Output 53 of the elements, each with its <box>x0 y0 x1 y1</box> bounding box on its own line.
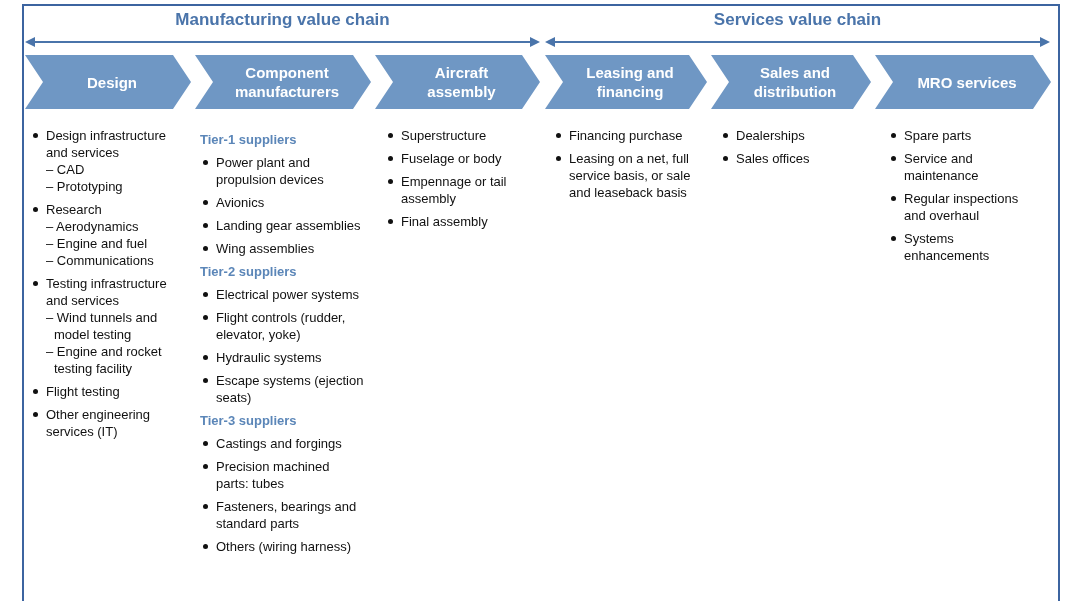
stage-label: Component manufacturers <box>235 63 339 102</box>
group-heading: Tier-2 suppliers <box>200 264 297 279</box>
list-item: Hydraulic systems <box>216 350 322 365</box>
list-item: Power plant and propulsion devices <box>216 155 324 187</box>
list-item: Precision machined parts: tubes <box>216 459 330 491</box>
chain-heading: Services value chain <box>713 10 882 29</box>
list-item: Avionics <box>216 195 265 210</box>
list-item: Superstructure <box>401 128 487 143</box>
list-item: Escape systems (ejection seats) <box>216 373 364 405</box>
list-item: Sales offices <box>736 151 810 166</box>
list-item: – Communications <box>46 253 154 268</box>
list-item: Financing purchase <box>569 128 683 143</box>
stage-banner <box>25 55 191 109</box>
list-item: Testing infrastructure and services <box>46 276 167 308</box>
list-item: Systems enhancements <box>904 231 990 263</box>
stage-banner <box>711 55 871 109</box>
list-item: – Prototyping <box>46 179 123 194</box>
list-item: Wing assemblies <box>216 241 315 256</box>
list-item: – Aerodynamics <box>46 219 139 234</box>
list-item: Castings and forgings <box>216 436 342 451</box>
list-item: Others (wiring harness) <box>216 539 352 554</box>
list-item: Flight controls (rudder, elevator, yoke) <box>216 310 346 342</box>
list-item: Leasing on a net, full service basis, or sale and leaseback basis <box>569 151 691 200</box>
list-item: – Engine and fuel <box>46 236 148 251</box>
list-item: Service and maintenance <box>904 151 979 183</box>
list-item: Landing gear assemblies <box>216 218 361 233</box>
list-item: Electrical power systems <box>216 287 360 302</box>
list-item: Other engineering services (IT) <box>46 407 151 439</box>
stage-banner <box>875 55 1051 109</box>
list-item: – Wind tunnels and model testing <box>46 310 158 342</box>
list-item: Research <box>46 202 102 217</box>
stage-label: Sales and distribution <box>752 63 838 102</box>
stage-label: Aircraft assembly <box>426 63 497 102</box>
list-item: Flight testing <box>46 384 120 399</box>
group-heading: Tier-3 suppliers <box>200 413 297 428</box>
stage-label: MRO services <box>916 72 1018 93</box>
group-heading: Tier-1 suppliers <box>200 132 297 147</box>
list-item: Design infrastructure and services <box>46 128 166 160</box>
list-item: Spare parts <box>904 128 972 143</box>
list-item: Dealerships <box>736 128 805 143</box>
stage-label: Design <box>86 72 138 93</box>
stage-banner <box>195 55 371 109</box>
list-item: Fasteners, bearings and standard parts <box>216 499 357 531</box>
stage-banner <box>375 55 540 109</box>
list-item: Fuselage or body <box>401 151 502 166</box>
list-item: – Engine and rocket testing facility <box>46 344 162 376</box>
stage-banner <box>545 55 707 109</box>
list-item: Empennage or tail assembly <box>401 174 507 206</box>
stage-label: Leasing and financing <box>585 63 675 102</box>
list-item: Regular inspections and overhaul <box>904 191 1019 223</box>
list-item: – CAD <box>46 162 85 177</box>
chain-heading: Manufacturing value chain <box>175 10 390 29</box>
list-item: Final assembly <box>401 214 488 229</box>
